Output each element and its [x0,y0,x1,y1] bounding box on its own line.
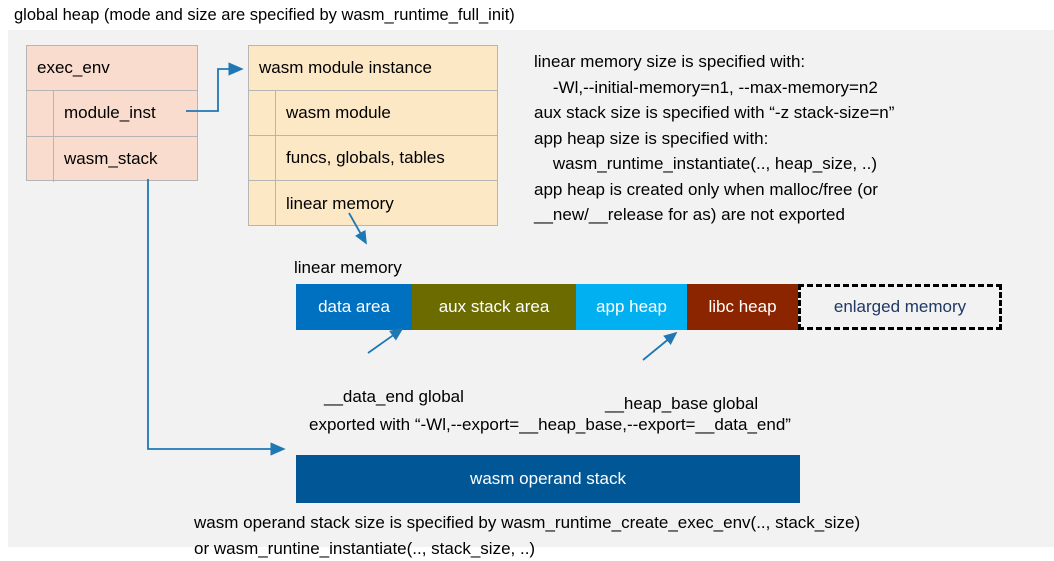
wasm-module-instance-box: wasm module instance wasm module funcs, … [248,45,498,226]
memory-segment-app-heap: app heap [576,284,687,330]
heap-base-global-label: __heap_base global [605,394,759,413]
wasm-operand-stack-bar: wasm operand stack [296,455,800,503]
export-flags-label: exported with “-Wl,--export=__heap_base,… [309,415,791,434]
linear-memory-caption: linear memory [294,258,402,277]
exec-env-title: exec_env [37,58,110,78]
module-instance-field-funcs-globals-tables: funcs, globals, tables [249,136,497,181]
memory-segment-label: app heap [596,297,667,316]
linear-memory-note: linear memory size is specified with: -W… [534,52,895,224]
operand-stack-note: wasm operand stack size is specified by … [194,513,861,558]
memory-segment-label: libc heap [708,297,777,316]
memory-segment-label: enlarged memory [833,297,967,316]
memory-segment-enlarged-memory: enlarged memory [798,284,1002,330]
indent-gutter [27,136,54,182]
diagram-root: global heap (mode and size are specified… [8,6,1054,558]
data-end-global-label: __data_end global [324,387,464,406]
page-title: global heap (mode and size are specified… [14,6,515,24]
exec-env-header-row: exec_env [27,46,197,92]
memory-segment-aux-stack-area: aux stack area [412,284,576,330]
indent-gutter [249,91,276,135]
memory-segment-libc-heap: libc heap [687,284,798,330]
field-label: wasm module [286,103,391,122]
module-instance-title: wasm module instance [259,58,432,77]
module-instance-field-linear-memory: linear memory [249,181,497,226]
exec-env-field-module-inst: module_inst [27,91,197,137]
memory-segment-label: aux stack area [438,297,550,316]
operand-stack-label: wasm operand stack [470,469,626,488]
memory-segment-data-area: data area [296,284,412,330]
memory-segment-label: data area [318,297,390,316]
indent-gutter [249,181,276,226]
exec-env-field-wasm-stack: wasm_stack [27,136,197,182]
indent-gutter [27,91,54,136]
diagram-panel: exec_env module_inst wasm_stack wasm mod… [8,30,1054,558]
module-instance-header-row: wasm module instance [249,46,497,91]
module-instance-field-wasm-module: wasm module [249,91,497,136]
indent-gutter [249,136,276,180]
field-label: linear memory [286,193,394,213]
field-label: module_inst [64,103,156,123]
exec-env-box: exec_env module_inst wasm_stack [26,45,198,182]
field-label: funcs, globals, tables [286,148,445,167]
field-label: wasm_stack [64,149,158,169]
linear-memory-bar: data area aux stack area app heap libc heap… [296,284,1002,330]
